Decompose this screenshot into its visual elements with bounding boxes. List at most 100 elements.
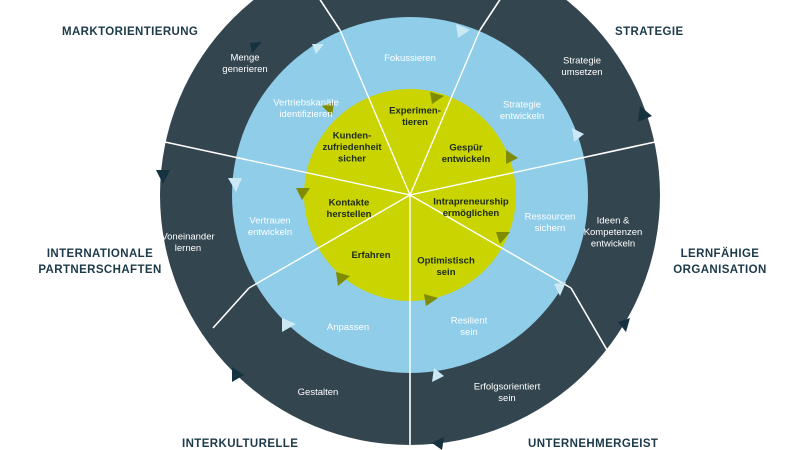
label-line: Anpassen — [327, 322, 369, 333]
outer-arrow-icon — [638, 106, 652, 122]
middle-divider — [247, 159, 411, 196]
outer-dividers — [164, 0, 656, 450]
middle-divider — [248, 194, 411, 289]
label-line: Strategie — [503, 99, 541, 110]
label-line: Kompetenzen — [584, 227, 643, 238]
inner-arrow-icon — [496, 232, 510, 244]
middle-divider — [339, 29, 411, 196]
label-line: lernen — [175, 243, 201, 254]
label-line: generieren — [222, 64, 267, 75]
middle-arrow-icon — [432, 368, 444, 382]
label-line: sein — [460, 327, 477, 338]
corner-label-marktorientierung: MARKTORIENTIERUNG — [62, 26, 199, 38]
corner-label-strategie: STRATEGIE — [615, 26, 684, 38]
label-line: umsetzen — [561, 67, 602, 78]
corner-label-interkulturelle: INTERKULTURELLE — [182, 438, 299, 450]
label-line: Vertriebskanäle — [273, 97, 338, 108]
middle-arrow-icon — [572, 128, 584, 142]
inner-arrow-icon — [296, 188, 310, 200]
corner-label-lernfaehige-organisation: LERNFÄHIGE ORGANISATION — [660, 246, 780, 278]
label-line: ermöglichen — [443, 208, 500, 219]
label-line: Ressourcen — [525, 211, 576, 222]
middle-arrow-icon — [228, 178, 242, 192]
inner-disc-label-5: Erfahren — [351, 250, 390, 261]
inner-arrow-icon — [322, 102, 334, 116]
outer-divider — [319, 0, 341, 31]
outer-arrow-icon — [232, 367, 244, 382]
outer-arrow-icon — [618, 318, 630, 332]
corner-label-internationale-partnerschaften: INTERNATIONALE PARTNERSCHAFTEN — [36, 246, 164, 278]
label-line: Strategie — [563, 55, 601, 66]
label-line: Intrapreneurship — [433, 196, 509, 207]
label-line: Vertrauen — [249, 215, 290, 226]
middle-arrow-icon — [456, 24, 470, 38]
label-line: Kunden- — [333, 131, 372, 142]
label-line: tieren — [402, 117, 428, 128]
outer-arrow-icon — [432, 437, 444, 450]
label-line: zufriedenheit — [322, 142, 382, 153]
outer-arrows — [156, 42, 652, 450]
middle-arrow-icon — [282, 318, 296, 332]
outer-ring-label-4: Gestalten — [298, 387, 339, 398]
outer-divider — [164, 141, 249, 161]
inner-disc-label-0: Experimen-tieren — [389, 105, 441, 128]
inner-arrow-icon — [336, 272, 350, 286]
label-line: Erfahren — [351, 250, 390, 261]
label-line: Erfolgsorientiert — [474, 381, 541, 392]
outer-divider — [212, 287, 250, 329]
middle-arrows — [228, 24, 584, 382]
label-line: sichern — [535, 223, 566, 234]
label-line: Menge — [230, 52, 259, 63]
label-line: sicher — [338, 154, 366, 165]
corner-line: ORGANISATION — [673, 264, 767, 276]
label-line: Ideen & — [597, 216, 630, 227]
label-line: identifizieren — [279, 109, 332, 120]
middle-arrow-icon — [312, 44, 324, 54]
label-line: entwickeln — [591, 239, 635, 250]
middle-divider — [409, 194, 572, 289]
middle-ring-label-0: Fokussieren — [384, 53, 436, 64]
label-line: Experimen- — [389, 105, 441, 116]
middle-divider — [409, 159, 573, 196]
inner-arrows — [296, 92, 518, 306]
label-line: Voneinander — [161, 231, 214, 242]
middle-arrow-icon — [554, 282, 566, 296]
middle-divider — [409, 29, 481, 196]
outer-divider — [570, 287, 608, 351]
middle-ring-label-5: Anpassen — [327, 322, 369, 333]
label-line: entwickeln — [248, 227, 292, 238]
corner-line: INTERNATIONALE — [46, 248, 154, 260]
label-line: Fokussieren — [384, 53, 436, 64]
label-line: entwickeln — [442, 154, 491, 165]
label-line: sein — [498, 393, 515, 404]
outer-divider — [479, 0, 501, 31]
inner-arrow-icon — [506, 150, 518, 164]
label-line: herstellen — [327, 209, 372, 220]
middle-dividers — [247, 29, 573, 373]
label-line: Optimistisch — [417, 255, 475, 266]
label-line: Gestalten — [298, 387, 339, 398]
outer-arrow-icon — [250, 42, 262, 53]
inner-arrow-icon — [424, 294, 438, 306]
outer-arrow-icon — [156, 170, 170, 184]
outer-divider — [571, 141, 656, 161]
label-line: entwickeln — [500, 111, 544, 122]
